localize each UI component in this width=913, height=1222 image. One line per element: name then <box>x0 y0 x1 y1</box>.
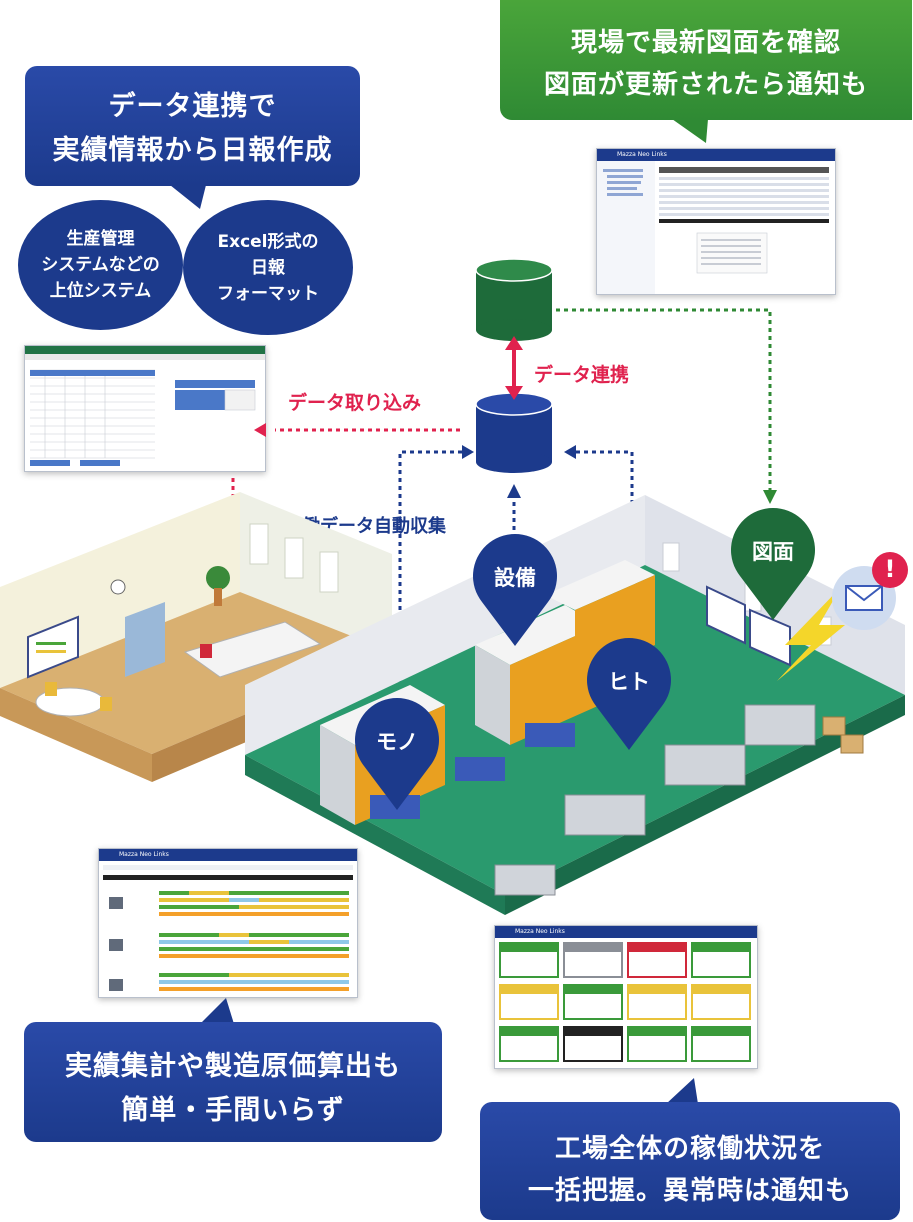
callout-cost-line2: 簡単・手間いらず <box>121 1095 345 1126</box>
excel-format-line2: 日報 <box>251 257 285 278</box>
callout-drawing-line1: 現場で最新図面を確認 <box>570 28 841 58</box>
pin-equipment <box>473 534 557 646</box>
drawing-screen-body <box>597 161 829 294</box>
status-screenshot: Mazza Neo Links <box>494 925 758 1069</box>
callout-data-link-line1: データ連携で <box>108 91 277 122</box>
pin-drawing <box>731 508 815 620</box>
pin-equipment-label: 設備 <box>494 566 536 590</box>
status-app-name: Mazza Neo Links <box>515 928 565 935</box>
callout-cost: 実績集計や製造原価算出も 簡単・手間いらず <box>24 1022 442 1142</box>
upper-system-line1: 生産管理 <box>66 229 135 249</box>
upper-system-line2: システムなどの <box>41 255 160 275</box>
mail-notification-icon <box>832 552 908 630</box>
drawing-management-screenshot: Mazza Neo Links <box>596 148 836 295</box>
callout-data-link-line2: 実績情報から日報作成 <box>52 135 333 166</box>
excel-format-line1: Excel形式の <box>217 231 319 252</box>
callout-factory-status: 工場全体の稼働状況を 一括把握。異常時は通知も <box>480 1102 900 1220</box>
pin-material-label: モノ <box>376 730 418 754</box>
office-room-illustration <box>0 492 392 782</box>
data-link-label: データ連携 <box>534 364 630 386</box>
gantt-screenshot: Mazza Neo Links <box>98 848 358 998</box>
callout-tail-top-right <box>672 119 708 143</box>
callout-tail-bottom-left <box>200 998 234 1024</box>
gantt-rows <box>159 891 349 991</box>
callout-drawing-line2: 図面が更新されたら通知も <box>543 70 868 100</box>
pin-person <box>587 638 671 750</box>
callout-data-link: データ連携で 実績情報から日報作成 <box>25 66 360 186</box>
gantt-body <box>103 865 353 991</box>
gantt-app-name: Mazza Neo Links <box>119 851 169 858</box>
callout-tail-bottom-right <box>666 1078 698 1104</box>
pin-person-label: ヒト <box>608 670 650 694</box>
upper-system-circle: 生産管理 システムなどの 上位システム <box>18 200 183 330</box>
data-import-label: データ取り込み <box>288 392 422 414</box>
callout-factory-status-line2: 一括把握。異常時は通知も <box>527 1176 852 1206</box>
status-cards <box>499 942 751 1062</box>
callout-cost-line1: 実績集計や製造原価算出も <box>65 1051 401 1082</box>
factory-floor-illustration <box>245 495 905 915</box>
excel-format-line3: フォーマット <box>217 283 319 304</box>
excel-format-circle: Excel形式の 日報 フォーマット <box>183 200 353 335</box>
callout-tail-top-left <box>170 185 206 209</box>
drawing-app-name: Mazza Neo Links <box>617 151 667 158</box>
central-database-icon <box>475 392 553 473</box>
upper-database-icon <box>475 258 553 341</box>
pin-drawing-label: 図面 <box>752 540 794 564</box>
pin-material <box>355 698 439 810</box>
alert-mark: ! <box>884 555 896 583</box>
callout-factory-status-line1: 工場全体の稼働状況を <box>554 1134 825 1164</box>
upper-system-line3: 上位システム <box>49 281 152 301</box>
excel-grid <box>30 369 256 466</box>
callout-drawing: 現場で最新図面を確認 図面が更新されたら通知も <box>500 0 912 120</box>
excel-report-screenshot <box>24 345 266 472</box>
